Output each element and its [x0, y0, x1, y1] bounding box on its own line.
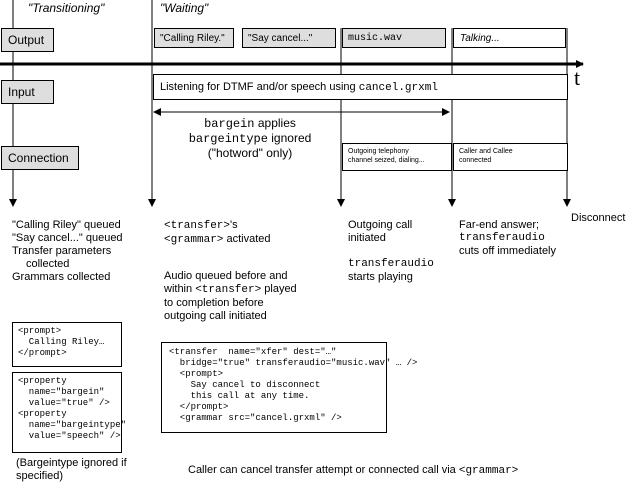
- input-grammar-file: cancel.grxml: [358, 82, 438, 94]
- event-transfer-tag: <transfer>: [164, 220, 231, 232]
- event-transfer-suffix: 's: [230, 219, 238, 231]
- event-grammars-collected: Grammars collected: [12, 271, 111, 283]
- event-grammar-tag: <grammar>: [164, 234, 224, 246]
- event-say-cancel-queued: "Say cancel..." queued: [12, 232, 123, 244]
- event-col1: "Calling Riley" queued "Say cancel..." q…: [12, 219, 123, 284]
- event-far-end-answer: Far-end answer;: [459, 219, 540, 231]
- footer-text: Caller can cancel transfer attempt or co…: [188, 464, 459, 476]
- event-outgoing-call: Outgoing call: [348, 219, 413, 231]
- event-disconnect: Disconnect: [571, 212, 626, 224]
- bargein-note: bargein applies bargeintype ignored ("ho…: [160, 116, 340, 160]
- event-audio-queued: Audio queued before and within <transfer…: [164, 270, 297, 323]
- event-transfer-params-collected: collected: [26, 258, 70, 270]
- output-calling-riley: "Calling Riley.": [154, 28, 234, 48]
- event-audio-line4: outgoing call initiated: [164, 310, 267, 322]
- connection-caller-line2: connected: [459, 157, 492, 164]
- lane-output: Output: [1, 28, 54, 52]
- footer-note: Caller can cancel transfer attempt or co…: [188, 464, 518, 478]
- bargein-text: applies: [254, 116, 296, 130]
- time-label: t: [574, 65, 581, 90]
- event-grammar-activated: activated: [223, 233, 271, 245]
- event-calling-riley-queued: "Calling Riley" queued: [12, 219, 121, 231]
- bargeintype-code: bargeintype: [188, 132, 268, 146]
- footer-grammar-tag: <grammar>: [458, 465, 519, 477]
- connection-caller-box: Caller and Callee connected: [453, 143, 568, 171]
- event-audio-played: played: [261, 283, 297, 295]
- hotword-text: ("hotword" only): [207, 146, 293, 160]
- connection-outgoing-box: Outgoing telephony channel seized, diali…: [342, 143, 452, 171]
- lane-input: Input: [1, 80, 54, 104]
- event-audio-line1: Audio queued before and: [164, 270, 288, 282]
- code-prompt-box: <prompt> Calling Riley… </prompt>: [12, 322, 122, 367]
- event-cuts-off: cuts off immediately: [459, 245, 557, 257]
- output-talking: Talking...: [453, 28, 566, 48]
- bargeintype-text: ignored: [267, 131, 312, 145]
- event-col3: Outgoing call initiated transferaudio st…: [348, 219, 434, 284]
- bargein-code: bargein: [204, 117, 255, 131]
- input-listening-bar: Listening for DTMF and/or speech using c…: [153, 74, 568, 100]
- event-transferaudio-cut: transferaudio: [459, 232, 545, 244]
- input-listening-text: Listening for DTMF and/or speech using: [160, 81, 359, 93]
- code-property-box: <property name="bargein" value="true" />…: [12, 372, 126, 453]
- code-transfer-box: <transfer name="xfer" dest="…" bridge="t…: [161, 342, 417, 433]
- lane-connection: Connection: [1, 146, 79, 170]
- event-audio-line3: to completion before: [164, 297, 264, 309]
- phase-waiting: "Waiting": [160, 1, 209, 15]
- event-audio-within: within: [164, 283, 196, 295]
- event-audio-transfer-tag: <transfer>: [195, 284, 262, 296]
- output-say-cancel: "Say cancel...": [242, 28, 336, 48]
- event-transfer-params: Transfer parameters: [12, 245, 112, 257]
- output-music-wav: music.wav: [342, 28, 446, 48]
- event-starts-playing: starts playing: [348, 271, 413, 283]
- connection-caller-line1: Caller and Callee: [459, 148, 513, 155]
- connection-outgoing-line2: channel seized, dialing...: [348, 157, 425, 164]
- event-col4: Far-end answer; transferaudio cuts off i…: [459, 219, 556, 258]
- event-transferaudio: transferaudio: [348, 258, 434, 270]
- phase-transitioning: "Transitioning": [28, 1, 105, 15]
- event-col2: <transfer>'s <grammar> activated: [164, 219, 271, 247]
- event-outgoing-initiated: initiated: [348, 232, 386, 244]
- connection-outgoing-line1: Outgoing telephony: [348, 148, 409, 155]
- bargeintype-note: (Bargeintype ignored if specified): [16, 457, 127, 482]
